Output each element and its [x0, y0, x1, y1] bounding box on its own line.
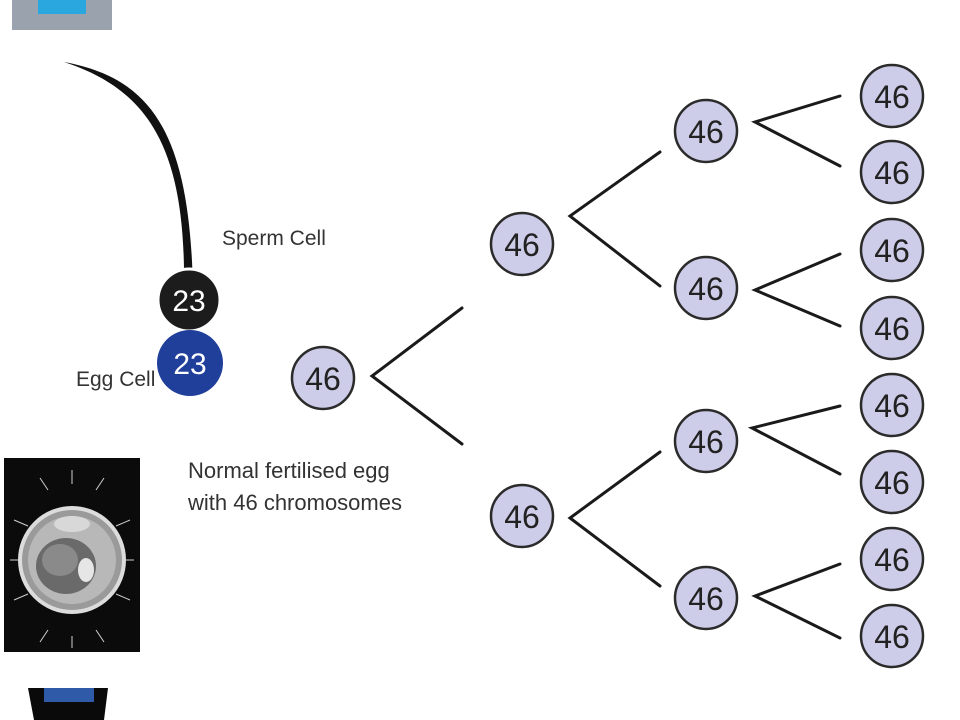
gen2-count: 46 — [688, 581, 724, 617]
branch-gen1-top — [567, 150, 662, 288]
egg-chromosome-count: 23 — [173, 348, 206, 381]
branch-lines — [369, 94, 842, 640]
gen3-count: 46 — [874, 311, 910, 347]
gen3-count: 46 — [874, 155, 910, 191]
gen3-count: 46 — [874, 465, 910, 501]
branch-gen2-2 — [751, 252, 842, 328]
gen3-count: 46 — [874, 619, 910, 655]
zygote-cell: 46 — [290, 345, 356, 411]
sperm-chromosome-count: 23 — [172, 285, 205, 318]
sperm-cell: 23 — [156, 267, 222, 333]
gen2-cell: 46 — [673, 255, 739, 321]
gen1-count: 46 — [504, 227, 540, 263]
caption-line-1: Normal fertilised egg — [188, 458, 390, 483]
gen2-cell: 46 — [673, 565, 739, 631]
gen2-cell: 46 — [673, 408, 739, 474]
gen3-cell: 46 — [859, 139, 925, 205]
sperm-cell-label: Sperm Cell — [222, 227, 326, 250]
corner-decoration-top — [12, 0, 112, 30]
branch-zygote — [369, 306, 464, 446]
generation-3: 46 46 46 46 46 46 46 46 — [859, 63, 925, 669]
gen3-count: 46 — [874, 542, 910, 578]
egg-cell: 23 — [157, 330, 223, 396]
gen1-cell: 46 — [489, 483, 555, 549]
gen3-count: 46 — [874, 388, 910, 424]
gen2-count: 46 — [688, 271, 724, 307]
gen3-count: 46 — [874, 79, 910, 115]
gen3-cell: 46 — [859, 63, 925, 129]
gen3-cell: 46 — [859, 217, 925, 283]
fertilised-egg-image — [4, 458, 140, 652]
generation-2: 46 46 46 46 — [673, 98, 739, 631]
gen2-count: 46 — [688, 424, 724, 460]
gen2-count: 46 — [688, 114, 724, 150]
branch-gen1-bottom — [567, 450, 662, 588]
zygote-chromosome-count: 46 — [305, 361, 341, 397]
gen3-cell: 46 — [859, 372, 925, 438]
gen2-cell: 46 — [673, 98, 739, 164]
caption-line-2: with 46 chromosomes — [187, 490, 402, 515]
egg-cell-label: Egg Cell — [76, 368, 155, 391]
sperm-tail — [64, 62, 193, 290]
branch-gen2-4 — [751, 562, 842, 640]
branch-gen2-1 — [751, 94, 842, 168]
gen3-cell: 46 — [859, 603, 925, 669]
gen1-count: 46 — [504, 499, 540, 535]
gen3-cell: 46 — [859, 526, 925, 592]
gen3-cell: 46 — [859, 295, 925, 361]
branch-gen2-3 — [747, 404, 842, 476]
gen1-cell: 46 — [489, 211, 555, 277]
gen3-cell: 46 — [859, 449, 925, 515]
gen3-count: 46 — [874, 233, 910, 269]
corner-decoration-bottom — [28, 688, 108, 720]
generation-1: 46 46 — [489, 211, 555, 549]
